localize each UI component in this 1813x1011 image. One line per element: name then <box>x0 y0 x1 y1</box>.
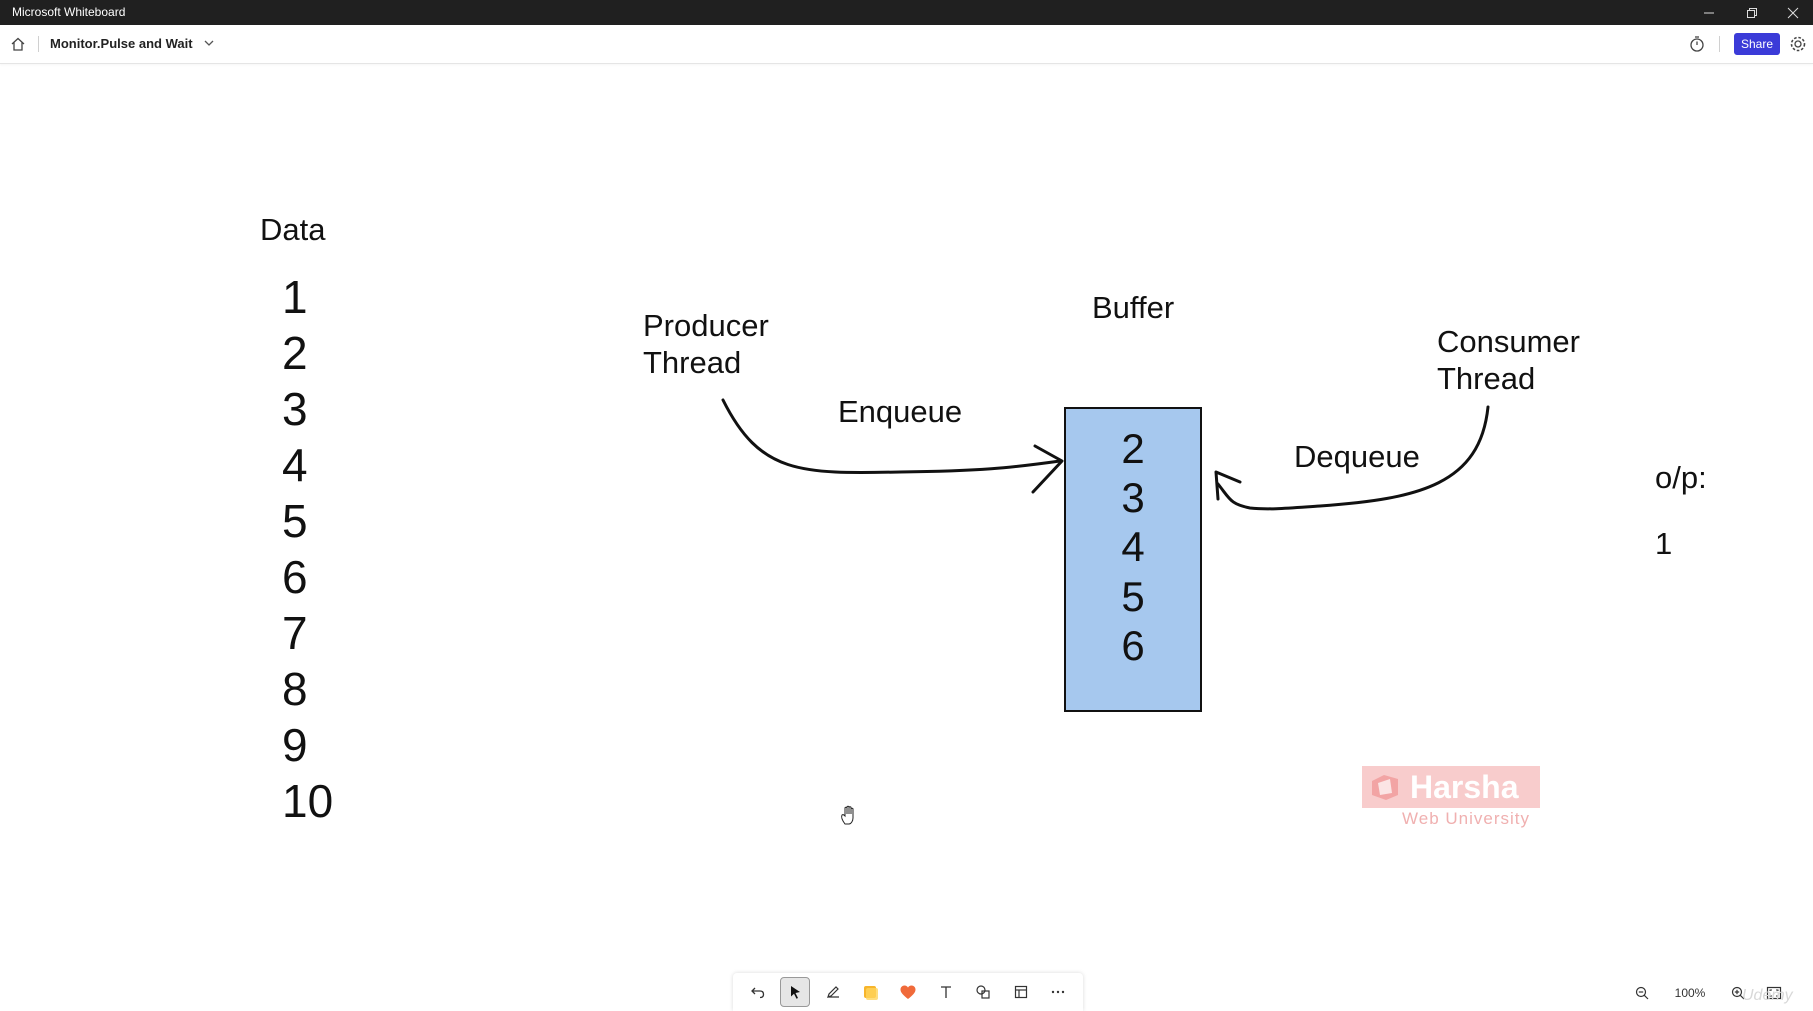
close-icon <box>1787 7 1799 18</box>
data-value: 9 <box>282 719 308 771</box>
home-icon <box>11 37 25 51</box>
chevron-down-icon <box>204 40 214 46</box>
data-value: 8 <box>282 663 308 715</box>
pen-tool-button[interactable] <box>818 977 848 1007</box>
dequeue-label: Dequeue <box>1294 439 1420 474</box>
app-header: Monitor.Pulse and Wait Share <box>0 25 1813 64</box>
minimize-button[interactable] <box>1689 0 1729 25</box>
select-tool-button[interactable] <box>780 977 811 1007</box>
pen-icon <box>826 986 839 998</box>
more-button[interactable] <box>1043 977 1073 1007</box>
zoom-in-icon <box>1731 986 1745 1000</box>
board-title[interactable]: Monitor.Pulse and Wait <box>50 36 193 51</box>
buffer-label: Buffer <box>1092 290 1175 325</box>
restore-icon <box>1747 7 1757 18</box>
zoom-level[interactable]: 100% <box>1674 986 1706 1000</box>
data-value: 3 <box>282 383 308 435</box>
zoom-in-button[interactable] <box>1720 979 1756 1007</box>
settings-button[interactable] <box>1788 34 1808 54</box>
producer-label-line2: Thread <box>643 345 742 380</box>
producer-label-line1: Producer <box>643 308 769 343</box>
output-value: 1 <box>1655 526 1673 561</box>
data-value: 4 <box>282 439 308 491</box>
buffer-value: 2 <box>1121 425 1145 472</box>
more-icon <box>1051 990 1065 994</box>
data-value: 2 <box>282 327 308 379</box>
data-value: 5 <box>282 495 308 547</box>
home-button[interactable] <box>8 34 28 54</box>
buffer-value: 6 <box>1121 622 1145 669</box>
harsha-logo-icon <box>1372 775 1398 800</box>
hand-cursor-icon <box>841 805 854 825</box>
undo-button[interactable] <box>743 977 773 1007</box>
dequeue-arrow <box>1216 405 1490 511</box>
data-value: 6 <box>282 551 308 603</box>
consumer-label-line2: Thread <box>1437 361 1536 396</box>
dequeue-arrowhead <box>1214 470 1242 501</box>
fit-screen-icon <box>1766 986 1782 1000</box>
enqueue-arrowhead <box>1031 444 1064 494</box>
timer-button[interactable] <box>1687 34 1707 54</box>
data-value: 1 <box>282 271 308 323</box>
shapes-icon <box>976 985 990 999</box>
buffer-value: 4 <box>1121 523 1145 570</box>
reaction-button[interactable] <box>893 977 923 1007</box>
harsha-watermark: Harsha Web University <box>1362 766 1540 830</box>
template-icon <box>1014 985 1027 999</box>
minimize-icon <box>1704 12 1714 13</box>
data-heading: Data <box>260 212 326 247</box>
divider <box>38 36 39 52</box>
timer-icon <box>1690 36 1704 52</box>
consumer-label-line1: Consumer <box>1437 324 1580 359</box>
select-icon <box>791 986 801 999</box>
enqueue-arrow <box>721 398 1062 475</box>
reaction-icon <box>900 985 916 999</box>
arrows-layer <box>721 398 1490 511</box>
output-label: o/p: <box>1655 460 1707 495</box>
bottom-toolbar <box>733 973 1083 1011</box>
watermark-name: Harsha <box>1410 769 1519 805</box>
sticky-note-button[interactable] <box>855 977 885 1007</box>
zoom-out-button[interactable] <box>1624 979 1660 1007</box>
divider <box>1719 36 1720 52</box>
board-menu-toggle[interactable] <box>202 35 216 51</box>
udemy-watermark: Udemy <box>1742 987 1793 1004</box>
zoom-out-icon <box>1635 986 1649 1000</box>
watermark-subtitle: Web University <box>1402 809 1530 828</box>
window-title: Microsoft Whiteboard <box>12 5 126 19</box>
undo-icon <box>750 987 764 999</box>
zoom-controls: 100% <box>1624 979 1813 1007</box>
close-button[interactable] <box>1773 0 1813 25</box>
sticky-note-icon <box>864 986 879 1000</box>
buffer-box: 2 3 4 5 6 <box>1064 407 1202 712</box>
fit-to-screen-button[interactable] <box>1756 979 1792 1007</box>
data-value: 7 <box>282 607 308 659</box>
enqueue-label: Enqueue <box>838 394 963 429</box>
buffer-value: 3 <box>1121 474 1145 521</box>
text-icon <box>940 986 951 998</box>
text-tool-button[interactable] <box>931 977 961 1007</box>
buffer-value: 5 <box>1121 573 1145 620</box>
gear-icon <box>1790 36 1806 52</box>
share-button[interactable]: Share <box>1734 33 1780 55</box>
templates-button[interactable] <box>1006 977 1036 1007</box>
whiteboard-canvas[interactable]: Data 1 2 3 4 5 6 7 8 9 10 Producer Threa… <box>0 64 1813 1011</box>
restore-button[interactable] <box>1732 0 1772 25</box>
data-value: 10 <box>282 775 334 827</box>
shapes-button[interactable] <box>968 977 998 1007</box>
window-titlebar: Microsoft Whiteboard <box>0 0 1813 25</box>
